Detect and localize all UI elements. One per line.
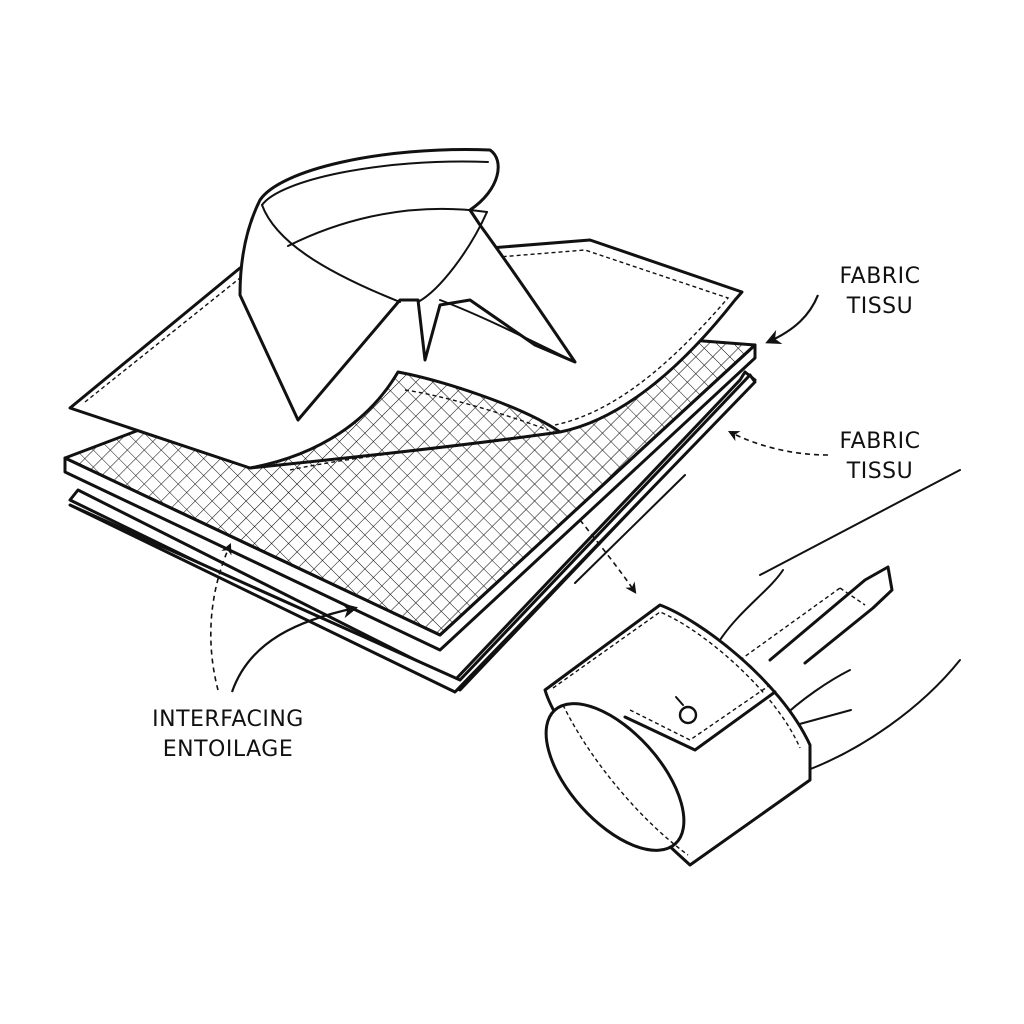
top-fabric-layer bbox=[68, 238, 744, 471]
label-interfacing-fr: ENTOILAGE bbox=[162, 737, 294, 762]
label-fabric-bottom-en: FABRIC bbox=[839, 429, 921, 454]
label-fabric-top-en: FABRIC bbox=[839, 264, 921, 289]
arrow-interfacing-1 bbox=[210, 542, 232, 691]
label-interfacing: INTERFACING ENTOILAGE bbox=[128, 705, 328, 765]
arrows bbox=[210, 294, 829, 693]
label-interfacing-en: INTERFACING bbox=[152, 707, 304, 732]
label-fabric-bottom-fr: TISSU bbox=[846, 459, 914, 484]
collar bbox=[238, 148, 577, 422]
cuff-button bbox=[678, 705, 698, 725]
arrow-to-cuff bbox=[579, 519, 637, 594]
bottom-fabric-layer bbox=[68, 370, 757, 694]
label-fabric-top-fr: TISSU bbox=[846, 294, 914, 319]
cuff bbox=[543, 469, 961, 867]
arrow-fabric-bottom bbox=[728, 430, 829, 456]
arrow-fabric-top bbox=[765, 294, 820, 345]
label-fabric-top: FABRIC TISSU bbox=[820, 262, 940, 322]
label-fabric-bottom: FABRIC TISSU bbox=[820, 427, 940, 487]
arrow-interfacing-2 bbox=[230, 603, 359, 693]
